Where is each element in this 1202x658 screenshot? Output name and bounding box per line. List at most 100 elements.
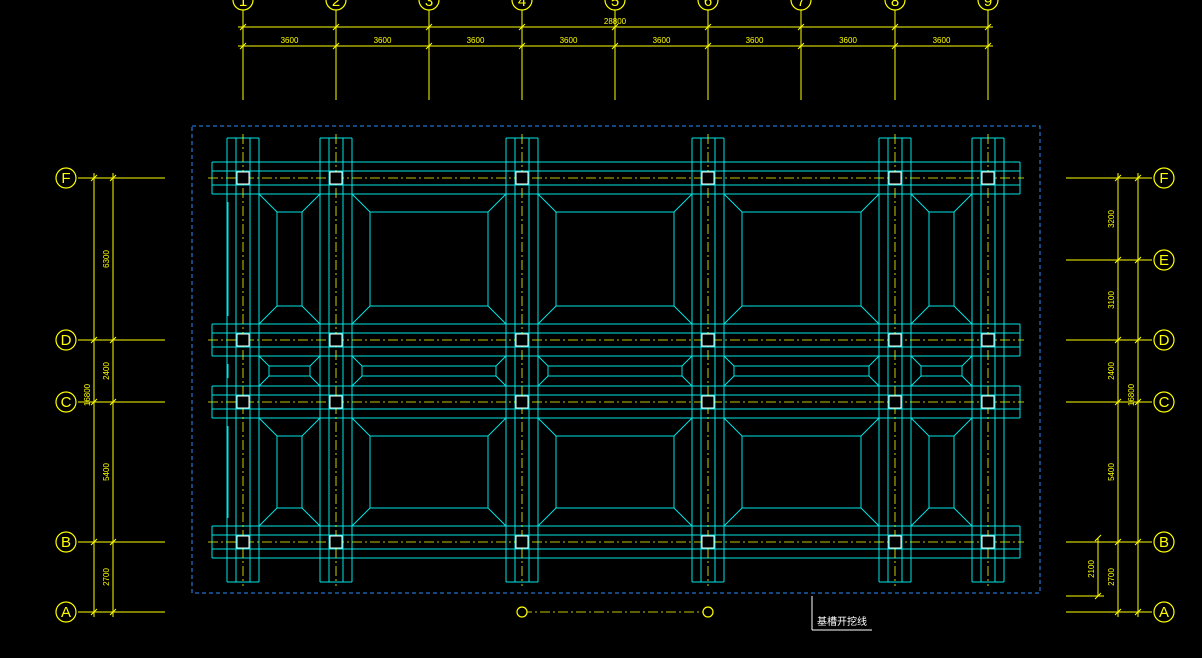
col-axis-bubble xyxy=(977,0,999,11)
haunch xyxy=(258,375,270,387)
row-axis-label-right: F xyxy=(1159,170,1168,187)
dim-tick xyxy=(425,42,433,50)
haunch xyxy=(961,375,973,387)
column xyxy=(236,171,250,185)
col-axis-bubble xyxy=(511,0,533,11)
col-axis-label: 9 xyxy=(984,0,992,10)
dim-bay-top: 3600 xyxy=(560,36,578,45)
dim-tick xyxy=(797,23,805,31)
column xyxy=(515,535,529,549)
haunch xyxy=(961,355,973,367)
haunch xyxy=(301,193,321,213)
dim-left-segment: 5400 xyxy=(102,463,111,481)
haunch xyxy=(258,507,278,527)
row-axis-label-right: A xyxy=(1159,604,1169,621)
dim-tick xyxy=(239,23,247,31)
panel-inner xyxy=(369,435,489,509)
dim-tick xyxy=(518,23,526,31)
column xyxy=(329,395,343,409)
col-axis-bubble xyxy=(418,0,440,11)
haunch xyxy=(953,417,973,437)
haunch xyxy=(723,305,743,325)
column xyxy=(329,535,343,549)
dim-tick xyxy=(90,174,98,182)
col-axis-label: 1 xyxy=(239,0,247,10)
column xyxy=(701,333,715,347)
dim-bay-top: 3600 xyxy=(746,36,764,45)
panel-inner xyxy=(547,365,683,377)
dim-tick xyxy=(109,538,117,546)
col-axis-label: 7 xyxy=(797,0,805,10)
dim-tick xyxy=(704,42,712,50)
columns xyxy=(236,171,995,549)
column xyxy=(236,535,250,549)
column xyxy=(329,171,343,185)
col-axis-bubble xyxy=(790,0,812,11)
row-axis-label-left: B xyxy=(61,534,71,551)
haunch xyxy=(673,507,693,527)
haunch xyxy=(258,193,278,213)
haunch xyxy=(487,507,507,527)
dim-tick xyxy=(1134,256,1142,264)
column xyxy=(981,535,995,549)
haunch xyxy=(301,507,321,527)
row-axis-label-left: F xyxy=(61,170,70,187)
dim-tick xyxy=(332,42,340,50)
row-axis-label-right: D xyxy=(1159,332,1170,349)
haunch xyxy=(537,193,557,213)
haunch xyxy=(681,375,693,387)
row-axis-bubble-right xyxy=(1153,167,1175,189)
haunch xyxy=(723,193,743,213)
haunch xyxy=(723,507,743,527)
dim-tick xyxy=(984,23,992,31)
row-axis-label-left: C xyxy=(61,394,72,411)
row-axis-bubble-left xyxy=(55,329,77,351)
dim-tick xyxy=(1134,336,1142,344)
column xyxy=(701,395,715,409)
excavation-label-group: 基槽开挖线 xyxy=(811,596,872,631)
panel-inner xyxy=(555,211,675,307)
bottom-axis-marker xyxy=(516,606,528,618)
dim-tick xyxy=(1134,608,1142,616)
row-axis-bubble-left xyxy=(55,531,77,553)
haunch xyxy=(860,193,880,213)
col-axis-label: 8 xyxy=(891,0,899,10)
row-axis-bubble-right xyxy=(1153,391,1175,413)
haunch xyxy=(351,193,371,213)
row-axis-label-right: C xyxy=(1159,394,1170,411)
bottom-axis-marker xyxy=(702,606,714,618)
dim-right-extra: 2100 xyxy=(1087,560,1096,578)
row-axis-label-left: A xyxy=(61,604,71,621)
column xyxy=(236,333,250,347)
haunch xyxy=(723,417,743,437)
panel-inner xyxy=(733,365,870,377)
column xyxy=(329,333,343,347)
haunch xyxy=(910,375,922,387)
col-axis-bubble xyxy=(604,0,626,11)
col-axis-label: 2 xyxy=(332,0,340,10)
dim-tick xyxy=(239,42,247,50)
column xyxy=(981,333,995,347)
col-axis-label: 3 xyxy=(425,0,433,10)
panel-inner xyxy=(741,211,862,307)
haunch xyxy=(495,375,507,387)
col-axis-bubble xyxy=(884,0,906,11)
dim-tick xyxy=(109,336,117,344)
haunch xyxy=(487,417,507,437)
haunch xyxy=(681,355,693,367)
row-axis-label-right: E xyxy=(1159,252,1169,269)
haunch xyxy=(309,355,321,367)
haunch xyxy=(723,355,735,367)
panel-inner xyxy=(268,365,311,377)
dim-tick xyxy=(1114,256,1122,264)
panel-inner xyxy=(741,435,862,509)
haunch xyxy=(301,305,321,325)
dim-tick xyxy=(425,23,433,31)
haunch xyxy=(351,375,363,387)
column xyxy=(888,171,902,185)
column xyxy=(888,333,902,347)
col-axis-label: 4 xyxy=(518,0,526,10)
excavation-rect xyxy=(191,125,1041,594)
